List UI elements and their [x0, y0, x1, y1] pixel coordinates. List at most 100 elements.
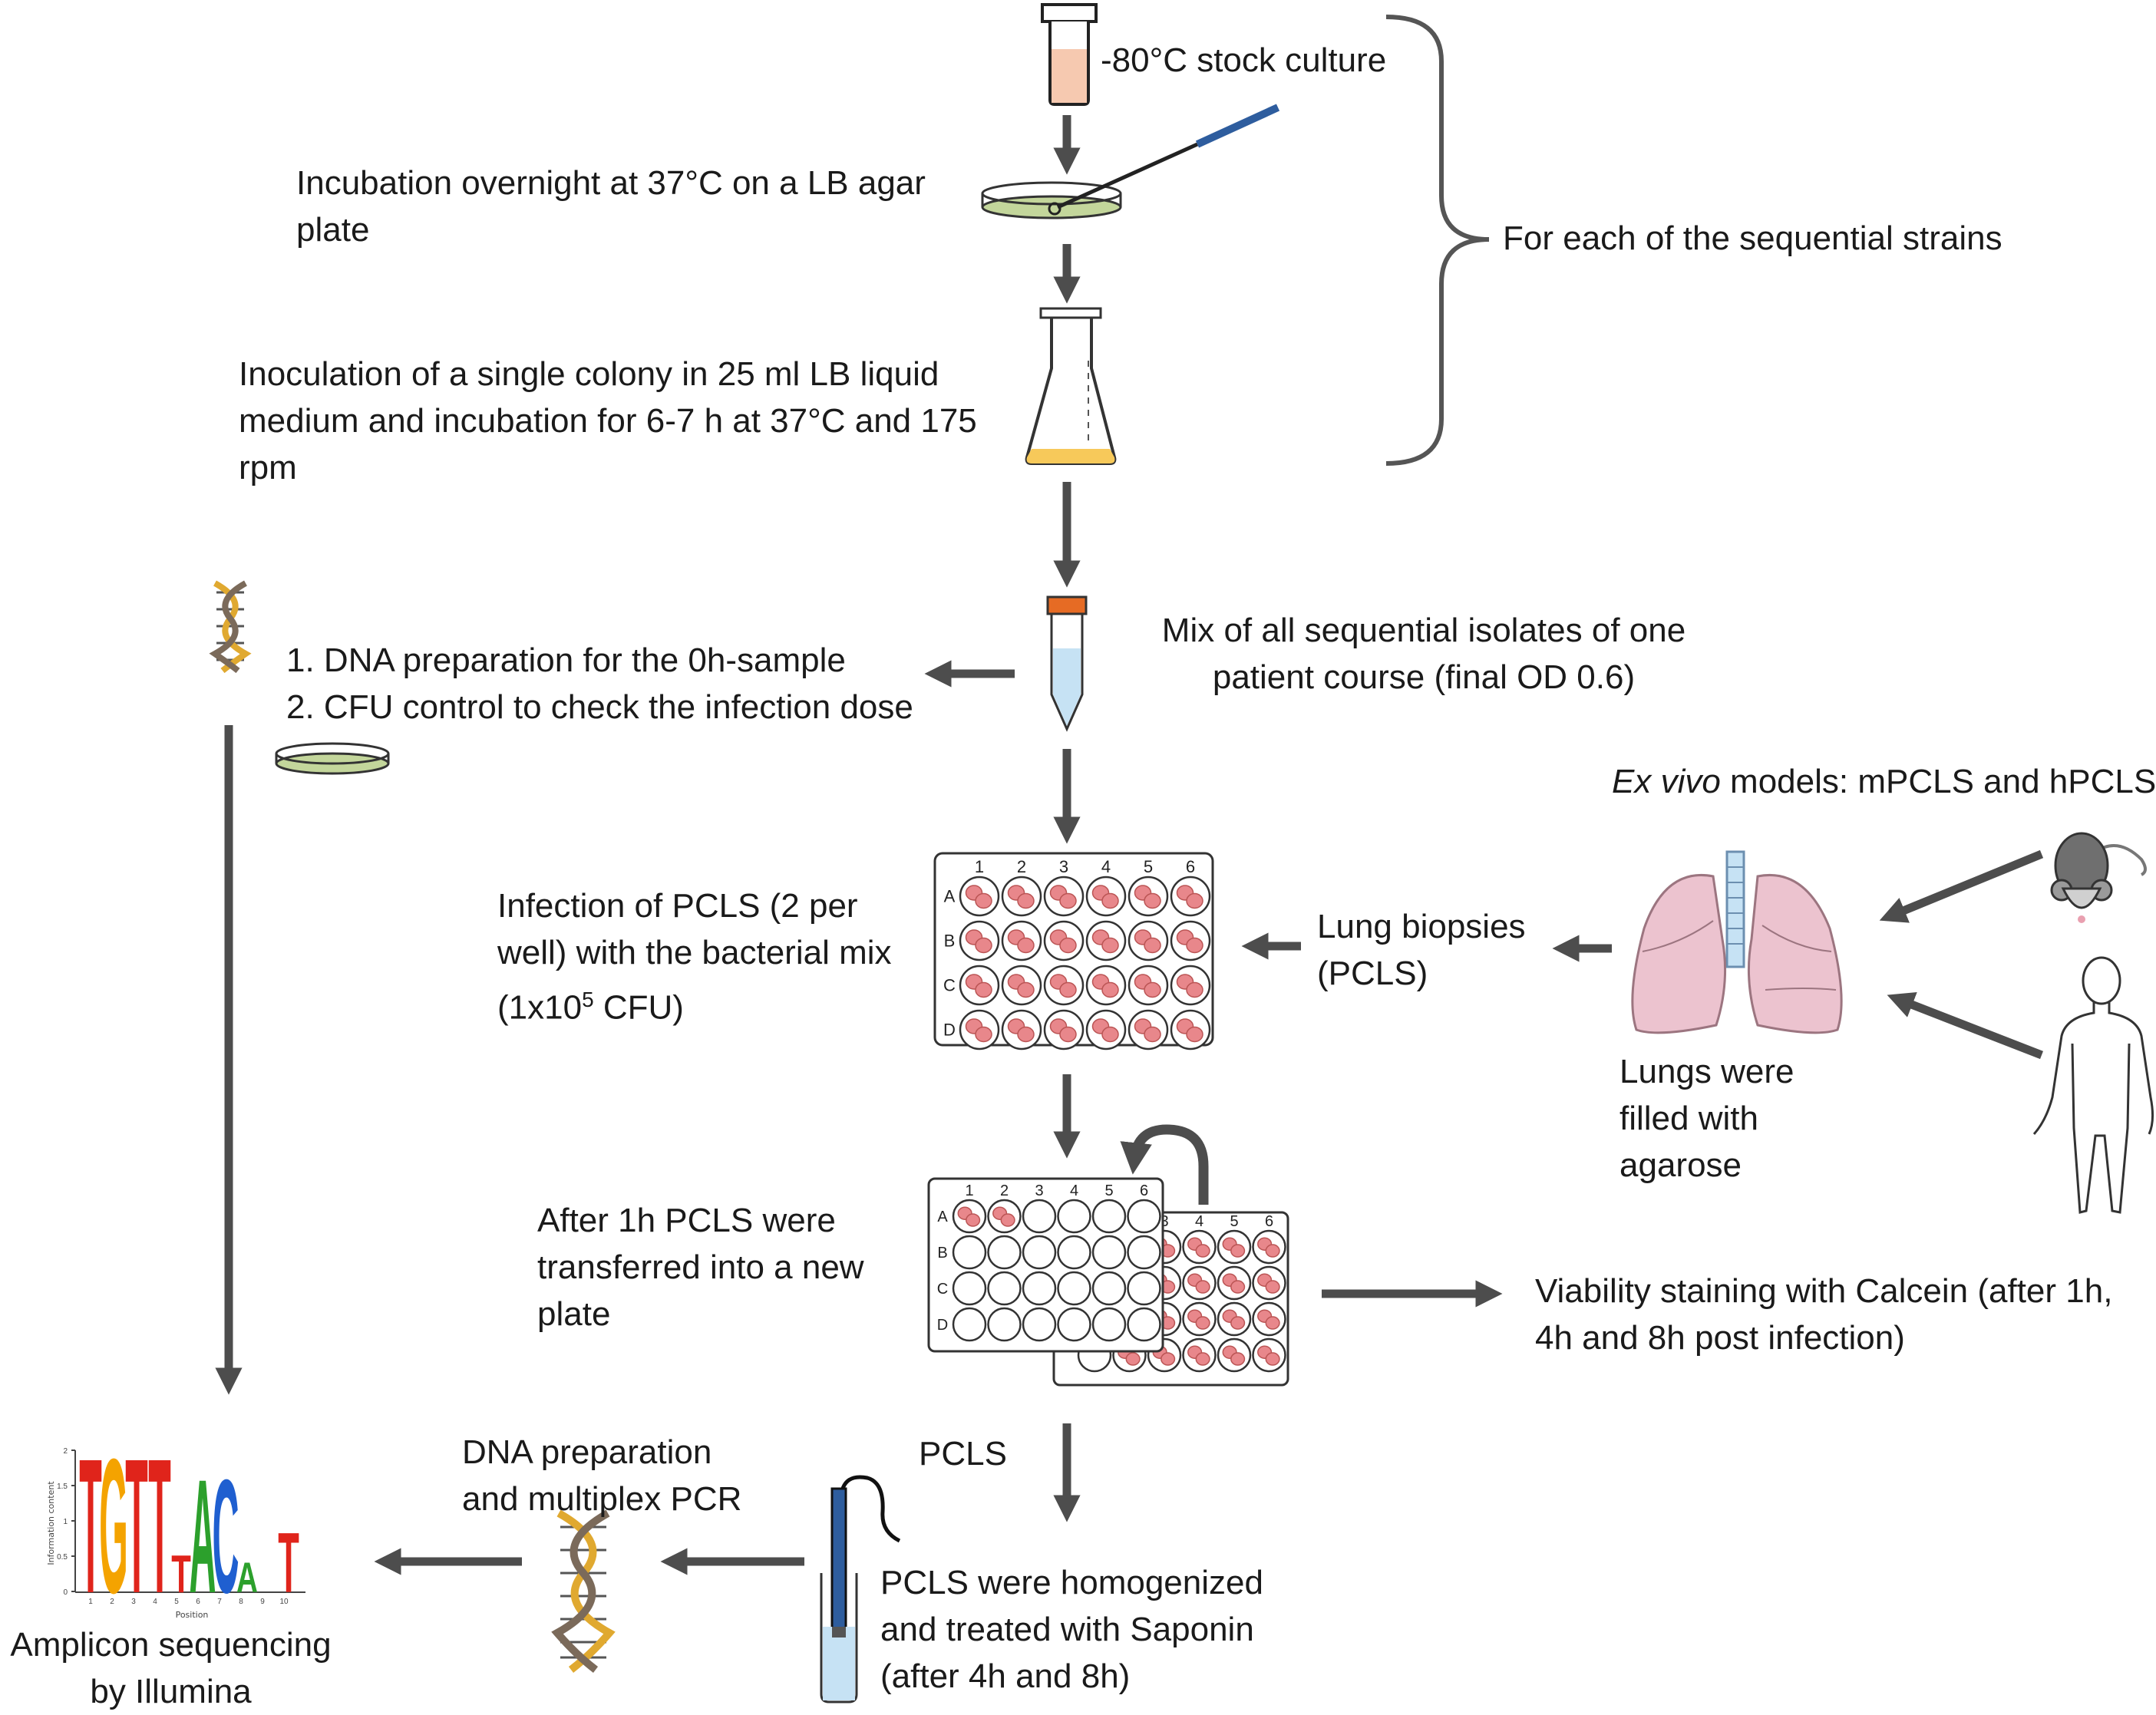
inoculation-label: Inoculation of a single colony in 25 ml … — [239, 355, 977, 486]
lungs-filled-label: Lungs were filled with agarose — [1619, 1053, 1794, 1184]
logo-xtick-label: 8 — [239, 1598, 243, 1606]
wells1-col-label: 2 — [1017, 857, 1026, 876]
logo-ytick-label: 1 — [63, 1518, 68, 1526]
logo-letter: T — [278, 1515, 299, 1610]
wells1-row-label: B — [944, 932, 956, 951]
brace-label: For each of the sequential strains — [1503, 219, 2002, 257]
lung-biopsies-label: Lung biopsies (PCLS) — [1317, 908, 1526, 992]
wells2-well — [1022, 1235, 1057, 1270]
agar-plate-label: Incubation overnight at 37°C on a LB aga… — [296, 164, 926, 249]
stock-culture-tube-icon — [1041, 3, 1098, 106]
transfer-label: After 1h PCLS were transferred into a ne… — [537, 1202, 864, 1333]
wells2-col-label: 4 — [1070, 1182, 1078, 1199]
wells2-col-label: 3 — [1035, 1182, 1043, 1199]
wells2-well — [1091, 1307, 1127, 1342]
dna-helix-pcr-icon — [551, 1509, 616, 1673]
logo-letter: T — [79, 1420, 102, 1634]
wells2-well — [1091, 1199, 1127, 1234]
wells2-row-label: B — [937, 1245, 947, 1262]
wells3-pcls-slice-b — [1125, 1352, 1141, 1366]
wells1-pcls-slice-b — [1186, 937, 1203, 954]
wells2-col-label: 1 — [965, 1182, 973, 1199]
wells2-well — [1127, 1271, 1161, 1306]
amplicon-label: Amplicon sequencing by Illumina — [10, 1626, 332, 1710]
exvivo-rest: models: mPCLS and hPCLS — [1720, 763, 2156, 800]
wells2-well — [1091, 1235, 1127, 1270]
wells1-row-label: D — [943, 1021, 956, 1040]
wells2-well — [1127, 1199, 1161, 1234]
logo-xtick-label: 5 — [174, 1598, 179, 1606]
pcls-label: PCLS — [919, 1435, 1007, 1473]
wells1-pcls-slice-b — [1101, 981, 1119, 998]
logo-letter: T — [171, 1545, 191, 1604]
lungs-icon — [1631, 850, 1843, 1034]
wells3-pcls-slice-b — [1230, 1316, 1246, 1330]
wells2-well — [1022, 1199, 1057, 1234]
logo-ytick-label: 0 — [63, 1588, 68, 1597]
wells3-col-label: 3 — [1160, 1213, 1168, 1230]
wells1-pcls-slice-b — [1144, 937, 1161, 954]
wells2-col-label: 6 — [1140, 1182, 1148, 1199]
logo-letter: G — [99, 1420, 128, 1634]
wells2-well — [1127, 1307, 1161, 1342]
dna-prep-step-1: 1. DNA preparation for the 0h-sample — [286, 641, 846, 679]
wells1-pcls-slice-b — [975, 892, 992, 909]
wells1-col-label: 6 — [1186, 857, 1195, 876]
wells1-pcls-slice-b — [1059, 937, 1077, 954]
wells3-pcls-slice-b — [1265, 1316, 1280, 1330]
wells3-pcls-slice-b — [1230, 1352, 1246, 1366]
wells1-pcls-slice-b — [975, 981, 992, 998]
wells1-pcls-slice-b — [1144, 1026, 1161, 1043]
wells3-pcls-slice-b — [1195, 1244, 1210, 1258]
logo-xtick-label: 3 — [131, 1598, 136, 1606]
wells3-pcls-slice-b — [1195, 1352, 1210, 1366]
dna-pcr-label: DNA preparation and multiplex PCR — [462, 1433, 742, 1518]
flow-arrows — [215, 115, 2044, 1575]
wells1-pcls-slice-b — [1186, 892, 1203, 909]
wells1-pcls-slice-b — [1101, 892, 1119, 909]
logo-letter: T — [148, 1420, 171, 1634]
wells3-pcls-slice-b — [1230, 1244, 1246, 1258]
wells2-well — [1022, 1307, 1057, 1342]
wells2-col-label: 5 — [1104, 1182, 1113, 1199]
mouse-icon — [2050, 832, 2147, 923]
logo-xtick-label: 9 — [260, 1598, 265, 1606]
wells2-well — [987, 1271, 1022, 1306]
wells2-well — [1057, 1307, 1091, 1342]
wells3-pcls-slice-b — [1195, 1280, 1210, 1294]
dna-helix-icon — [209, 580, 252, 674]
wells1-pcls-slice-b — [1017, 1026, 1035, 1043]
logo-ytick-label: 2 — [63, 1447, 68, 1456]
wells2-well — [952, 1271, 987, 1306]
logo-xtick-label: 7 — [217, 1598, 222, 1606]
cfu-control-step-2: 2. CFU control to check the infection do… — [286, 688, 913, 726]
homogenizer-icon — [820, 1475, 901, 1703]
wells1-row-label: C — [943, 976, 956, 995]
wells1-row-label: A — [944, 887, 956, 906]
logo-xtick-label: 10 — [279, 1598, 289, 1606]
grouping-brace — [1385, 15, 1490, 466]
wells1-pcls-slice-b — [1017, 892, 1035, 909]
logo-xtick-label: 4 — [153, 1598, 157, 1606]
wells2-well — [952, 1235, 987, 1270]
wells3-pcls-slice-b — [1265, 1280, 1280, 1294]
erlenmeyer-flask-icon — [1025, 307, 1117, 465]
exvivo-label: Ex vivo models: mPCLS and hPCLS — [1612, 758, 2156, 805]
logo-letter: A — [236, 1555, 258, 1601]
wells1-pcls-slice-b — [1101, 937, 1119, 954]
wells1-pcls-slice-b — [1059, 1026, 1077, 1043]
wells1-pcls-slice-b — [1144, 892, 1161, 909]
logo-xlabel: Position — [176, 1610, 209, 1620]
infection-label: Infection of PCLS (2 per well) with the … — [497, 882, 896, 1031]
wells1-col-label: 1 — [975, 857, 984, 876]
wells2-well — [952, 1307, 987, 1342]
wells2-pcls-slice-b — [966, 1213, 981, 1227]
wells1-pcls-slice-b — [975, 937, 992, 954]
wells2-pcls-slice-b — [1000, 1213, 1015, 1227]
wells1-col-label: 3 — [1059, 857, 1068, 876]
wells2-row-label: D — [937, 1317, 948, 1334]
wells1-pcls-slice-b — [1101, 1026, 1119, 1043]
